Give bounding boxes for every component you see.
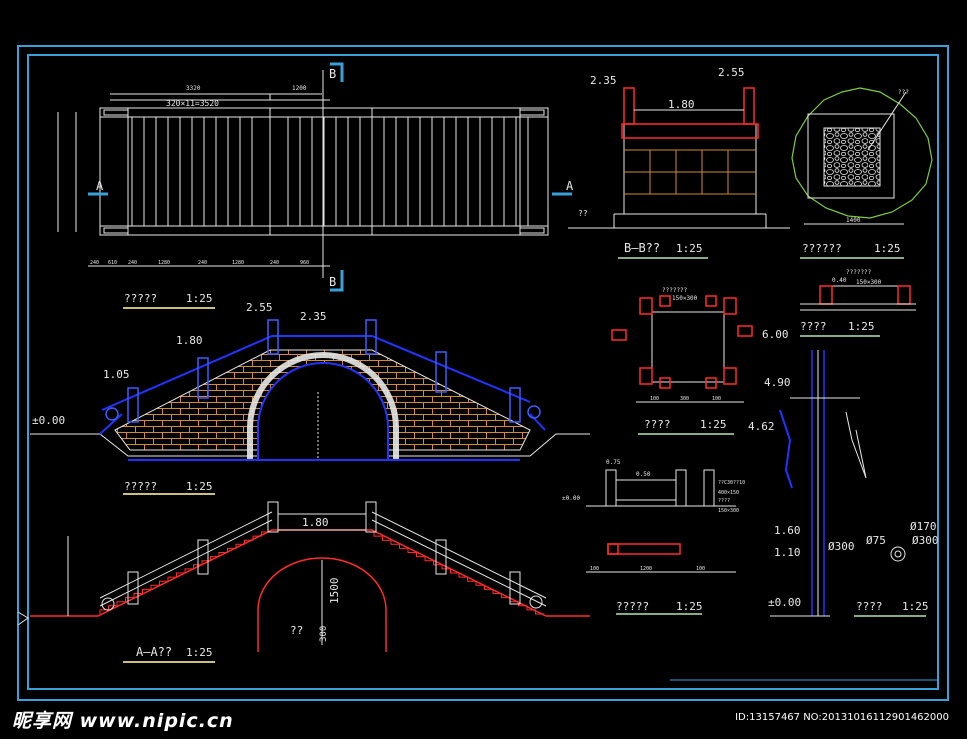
section-mark-b-top (330, 62, 344, 82)
rail-dim-2: 1200 (640, 566, 652, 572)
section-b-label-bottom: B (329, 275, 336, 289)
plan-dim-formula: 320×11=3520 (166, 99, 219, 108)
plan-dim-right: 1200 (292, 85, 307, 92)
watermark-logo: 昵享网 www.nipic.cn (12, 710, 234, 732)
lamp-d300: Ø300 (828, 540, 855, 553)
small-note2: 150×300 (856, 279, 882, 286)
small-detail (800, 285, 916, 311)
elev-level-105: 1.05 (103, 368, 130, 381)
plan-bottom-dim: 240 (198, 260, 207, 266)
lamp-level-462: 4.62 (748, 420, 775, 433)
plan-bottom-dim: 610 (108, 260, 117, 266)
pillar-dim-1: 100 (650, 396, 659, 402)
bb-level-235: 2.35 (590, 74, 617, 87)
elev-level-000: ±0.00 (32, 414, 65, 427)
section-b-label-top: B (329, 67, 336, 81)
lamp-level-160: 1.60 (774, 524, 801, 537)
plan-bottom-dim: 1280 (232, 260, 244, 266)
lamp-level-600: 6.00 (762, 328, 789, 341)
pillar-dim-3: 100 (712, 396, 721, 402)
stair-steps (373, 532, 544, 615)
watermark-id: ID:13157467 NO:20131016112901462000 (735, 712, 949, 723)
aa-scale: 1:25 (186, 646, 213, 659)
bb-label: ?? (578, 209, 588, 218)
elev-title: ????? (124, 480, 157, 493)
lamp-level-110: 1.10 (774, 546, 801, 559)
rail-note4: 150×300 (718, 508, 739, 514)
bridge-plan-view (57, 93, 549, 267)
circle-note: ??? (898, 89, 909, 96)
plan-dim-total: 3320 (186, 85, 201, 92)
rail-dim-3: 100 (696, 566, 705, 572)
pillar-note2: 150×300 (672, 295, 698, 302)
lamp-detail (770, 350, 906, 617)
rail-note3: ???? (718, 498, 730, 504)
elev-level-255: 2.55 (246, 301, 273, 314)
circle-detail (791, 87, 933, 225)
rail-dim-1: 100 (590, 566, 599, 572)
bb-level-180: 1.80 (668, 98, 695, 111)
lamp-scale: 1:25 (902, 600, 929, 613)
pillar-plan-detail (611, 295, 753, 403)
section-a-a (30, 501, 590, 652)
small-title: ???? (800, 320, 827, 333)
rail-detail (586, 469, 736, 573)
pillar-scale: 1:25 (700, 418, 727, 431)
bb-scale: 1:25 (676, 242, 703, 255)
lamp-title: ???? (856, 600, 883, 613)
elev-level-180: 1.80 (176, 334, 203, 347)
pillar-title: ???? (644, 418, 671, 431)
plan-bottom-dim: 240 (90, 260, 99, 266)
rail-level-075: 0.75 (606, 459, 621, 466)
elev-level-235: 2.35 (300, 310, 327, 323)
rail-note2: 400×150 (718, 490, 739, 496)
section-mark-b-bottom (330, 270, 344, 292)
aa-level-180: 1.80 (302, 516, 329, 529)
rail-title: ????? (616, 600, 649, 613)
plan-scale: 1:25 (186, 292, 213, 305)
rail-note1: ??C30??10 (718, 480, 745, 486)
small-scale: 1:25 (848, 320, 875, 333)
bb-title: B—B?? (624, 241, 660, 255)
section-a-label-right: A (566, 179, 574, 193)
section-b-b (568, 87, 790, 229)
stair-steps (99, 531, 270, 614)
pillar-dim-2: 300 (680, 396, 689, 402)
elev-scale: 1:25 (186, 480, 213, 493)
lamp-level-000: ±0.00 (768, 596, 801, 609)
plan-bottom-dim: 240 (128, 260, 137, 266)
plan-title: ????? (124, 292, 157, 305)
rail-level-000: ±0.00 (562, 495, 580, 502)
section-a-label-left: A (96, 179, 104, 193)
lamp-level-490: 4.90 (764, 376, 791, 389)
bb-level-255: 2.55 (718, 66, 745, 79)
bridge-elevation (30, 319, 590, 461)
plan-bottom-dim: 960 (300, 260, 309, 266)
plan-bottom-dim: 240 (270, 260, 279, 266)
aa-dim-300: 300 (319, 626, 329, 642)
pillar-note1: ??????? (662, 287, 688, 294)
outer-frame (17, 45, 949, 701)
small-note1: ??????? (846, 269, 872, 276)
aa-label: ?? (290, 624, 303, 637)
aa-title: A—A?? (136, 645, 172, 659)
lamp-d170: Ø170 (910, 520, 937, 533)
circle-dims: 1400 (846, 217, 861, 224)
rail-scale: 1:25 (676, 600, 703, 613)
plan-bottom-dim: 1280 (158, 260, 170, 266)
lamp-d300b: Ø300 (912, 534, 939, 547)
rail-level-050: 0.50 (636, 471, 651, 478)
aa-dim-1500: 1500 (328, 578, 341, 605)
circle-scale: 1:25 (874, 242, 901, 255)
small-level: 0.40 (832, 277, 847, 284)
inner-frame (27, 54, 939, 690)
circle-title: ?????? (802, 242, 842, 255)
lamp-d75: Ø75 (866, 534, 886, 547)
